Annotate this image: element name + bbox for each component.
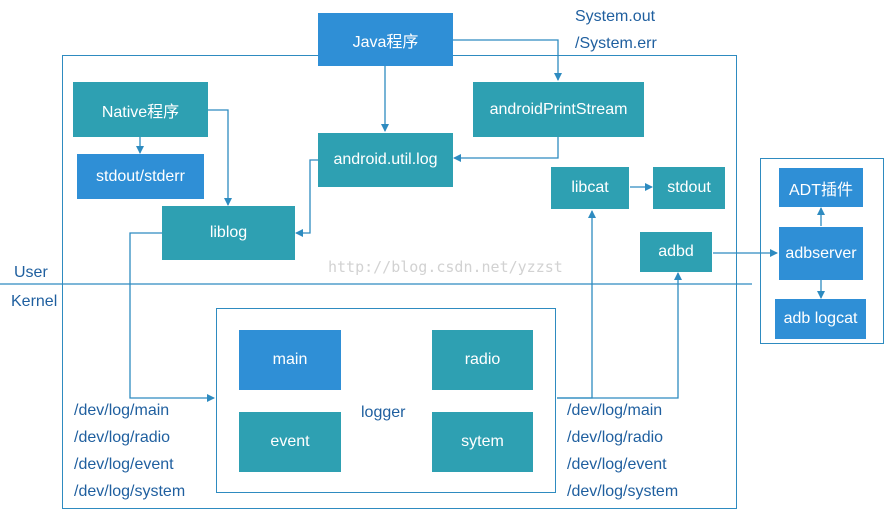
logger-frame: [216, 308, 556, 493]
dev-path-left-system: /dev/log/system: [74, 483, 186, 500]
dev-path-right-main: /dev/log/main: [567, 402, 663, 419]
edge-liblog-to-logger: [129, 232, 215, 402]
edge-native-to-liblog: [208, 109, 232, 206]
kernel-space-label: Kernel: [11, 293, 58, 310]
adt-plugin-node: ADT插件: [779, 168, 863, 207]
java-program-node: Java程序: [318, 13, 453, 66]
host-pc-frame: [760, 158, 884, 344]
system-err-label: /System.err: [575, 35, 657, 52]
adbd-node: adbd: [640, 232, 712, 272]
edge-logger-to-adbd: [557, 272, 682, 399]
dev-path-right-system: /dev/log/system: [567, 483, 679, 500]
dev-path-left-event: /dev/log/event: [74, 456, 174, 473]
watermark: http://blog.csdn.net/yzzst: [328, 258, 563, 276]
user-space-label: User: [14, 264, 48, 281]
liblog-node: liblog: [162, 206, 295, 260]
edge-utillog-to-liblog: [295, 159, 322, 237]
libcat-node: libcat: [551, 167, 629, 209]
dev-path-right-event: /dev/log/event: [567, 456, 667, 473]
dev-path-left-radio: /dev/log/radio: [74, 429, 171, 446]
main-buffer-node: main: [239, 330, 341, 390]
android-print-stream-node: androidPrintStream: [473, 82, 644, 137]
radio-buffer-node: radio: [432, 330, 533, 390]
edge-logger-to-libcat: [557, 210, 596, 399]
stdout-stderr-node: stdout/stderr: [77, 154, 204, 199]
event-buffer-node: event: [239, 412, 341, 472]
edge-printstream-to-utillog: [453, 137, 559, 162]
dev-path-right-radio: /dev/log/radio: [567, 429, 664, 446]
sytem-buffer-node: sytem: [432, 412, 533, 472]
native-program-node: Native程序: [73, 82, 208, 137]
adbserver-node: adbserver: [779, 227, 863, 280]
system-out-label: System.out: [575, 8, 656, 25]
stdout-node: stdout: [653, 167, 725, 209]
adb-logcat-node: adb logcat: [775, 299, 866, 339]
dev-path-left-main: /dev/log/main: [74, 402, 170, 419]
android-util-log-node: android.util.log: [318, 133, 453, 187]
edge-java-to-printstream: [453, 39, 562, 81]
logger-label: logger: [361, 404, 406, 421]
